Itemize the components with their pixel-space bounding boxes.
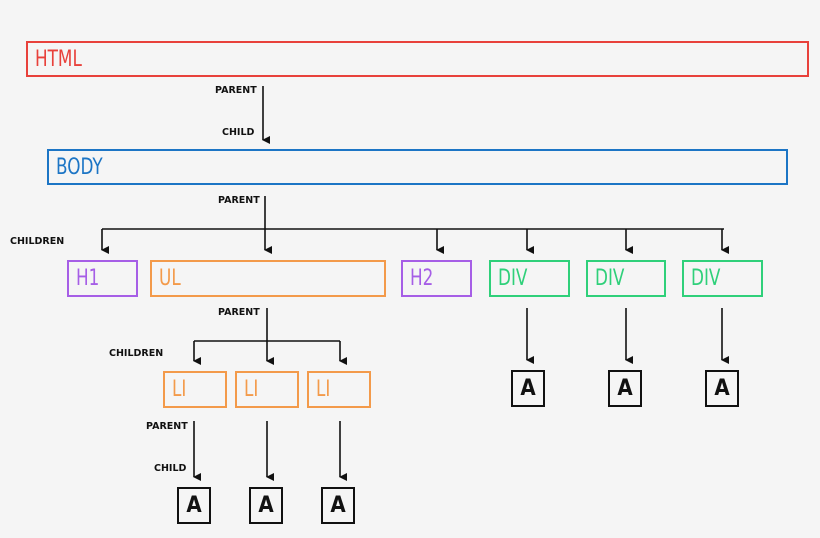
node-li-1: LI (163, 371, 227, 408)
label-parent-html: PARENT (215, 85, 257, 96)
label-parent-li: PARENT (146, 421, 188, 432)
node-h1: H1 (67, 260, 138, 297)
node-div-1: DIV (489, 260, 570, 297)
node-a-li-2: A (249, 487, 283, 524)
node-a-div-2: A (608, 370, 642, 407)
label-child-a: CHILD (154, 463, 187, 474)
label-parent-ul: PARENT (218, 307, 260, 318)
node-div-3: DIV (682, 260, 763, 297)
label-child-body: CHILD (222, 127, 255, 138)
node-div-2: DIV (586, 260, 666, 297)
node-li-3: LI (307, 371, 371, 408)
label-parent-body: PARENT (218, 195, 260, 206)
node-body: BODY (47, 149, 788, 185)
label-children-ul: CHILDREN (109, 348, 164, 359)
node-h2: H2 (401, 260, 472, 297)
label-children-body: CHILDREN (10, 236, 65, 247)
node-html: HTML (26, 41, 809, 77)
node-a-li-3: A (321, 487, 355, 524)
node-a-li-1: A (177, 487, 211, 524)
node-a-div-3: A (705, 370, 739, 407)
node-ul: UL (150, 260, 386, 297)
node-li-2: LI (235, 371, 299, 408)
node-a-div-1: A (511, 370, 545, 407)
